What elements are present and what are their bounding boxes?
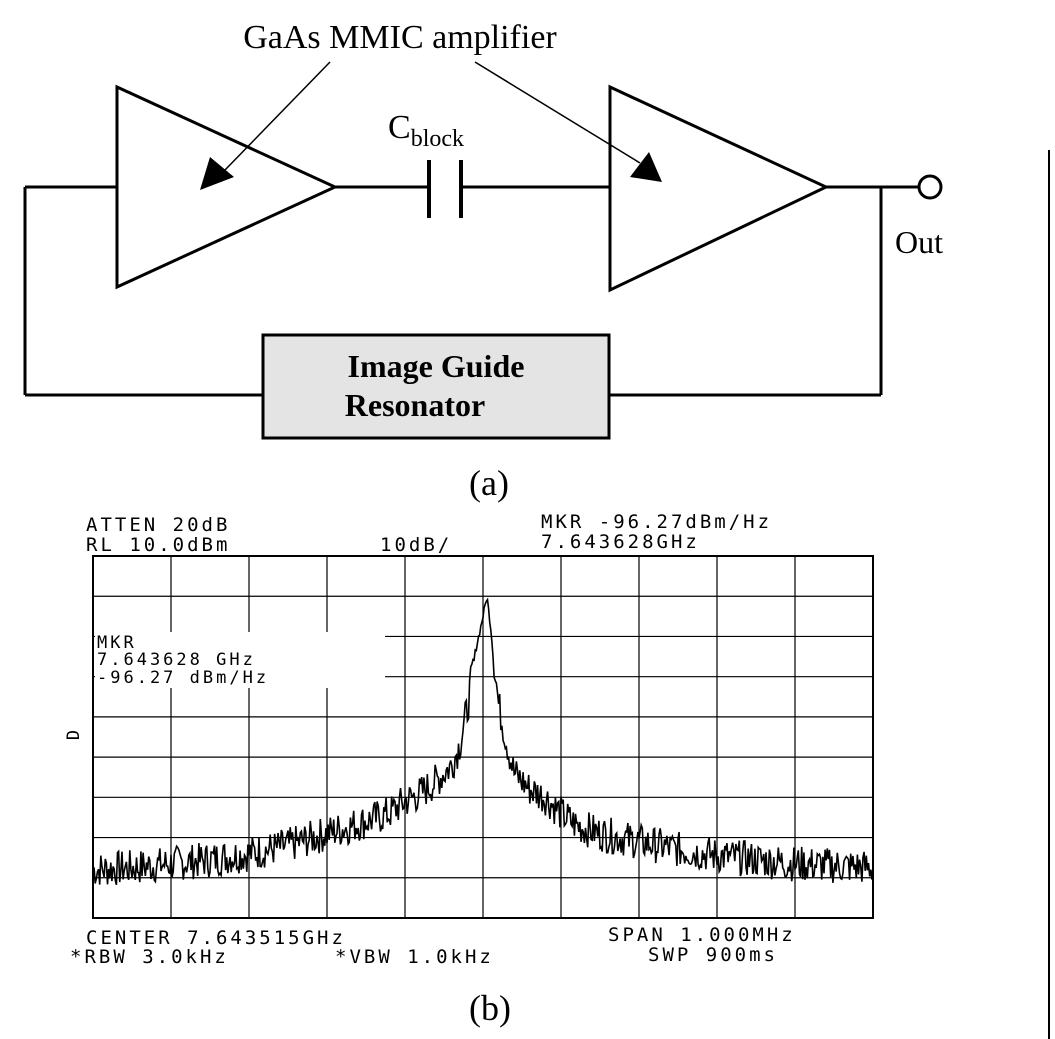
label-arrow-1-shaft bbox=[224, 61, 331, 171]
capacitor-label-sub: block bbox=[411, 126, 464, 152]
header-ref-level: RL 10.0dBm bbox=[86, 534, 230, 556]
marker-readout-freq: 7.643628 GHz bbox=[97, 650, 256, 670]
resonator-label-line1: Image Guide bbox=[348, 348, 525, 384]
circuit-diagram: GaAs MMIC amplifier Cblock Out Image Gui… bbox=[23, 19, 943, 503]
header-marker-level: MKR -96.27dBm/Hz bbox=[541, 511, 772, 533]
footer-vbw: *VBW 1.0kHz bbox=[335, 946, 494, 968]
footer-rbw: *RBW 3.0kHz bbox=[70, 946, 229, 968]
resonator-label-line2: Resonator bbox=[345, 387, 485, 423]
resonator-box bbox=[261, 333, 611, 440]
header-marker-freq: 7.643628GHz bbox=[541, 531, 700, 553]
amplifier-2 bbox=[608, 84, 830, 293]
output-label: Out bbox=[895, 224, 943, 260]
footer-center: CENTER 7.643515GHz bbox=[86, 927, 346, 949]
output-terminal bbox=[917, 174, 943, 200]
marker-readout-title: MKR bbox=[97, 633, 137, 653]
caption-a: (a) bbox=[469, 463, 509, 503]
header-scale: 10dB/ bbox=[380, 534, 452, 556]
spectrum-trace bbox=[92, 597, 874, 885]
label-arrow-2-head bbox=[630, 152, 662, 182]
marker-readout-bg bbox=[95, 632, 385, 688]
amplifier-label: GaAs MMIC amplifier bbox=[243, 19, 557, 56]
capacitor-label-main: C bbox=[388, 109, 411, 146]
label-arrow-2-shaft bbox=[474, 61, 641, 164]
spectrum-plot: ATTEN 20dB RL 10.0dBm 10dB/ MKR -96.27dB… bbox=[64, 511, 874, 1028]
footer-sweep: SWP 900ms bbox=[648, 944, 778, 966]
amplifier-1 bbox=[115, 84, 339, 290]
header-atten: ATTEN 20dB bbox=[86, 514, 230, 536]
caption-b: (b) bbox=[469, 988, 511, 1028]
label-arrow-1-head bbox=[200, 157, 234, 190]
capacitor-label: Cblock bbox=[388, 109, 464, 152]
marker-readout-level: -96.27 dBm/Hz bbox=[97, 668, 269, 688]
side-letter: D bbox=[64, 730, 84, 740]
footer-span: SPAN 1.000MHz bbox=[608, 924, 796, 946]
